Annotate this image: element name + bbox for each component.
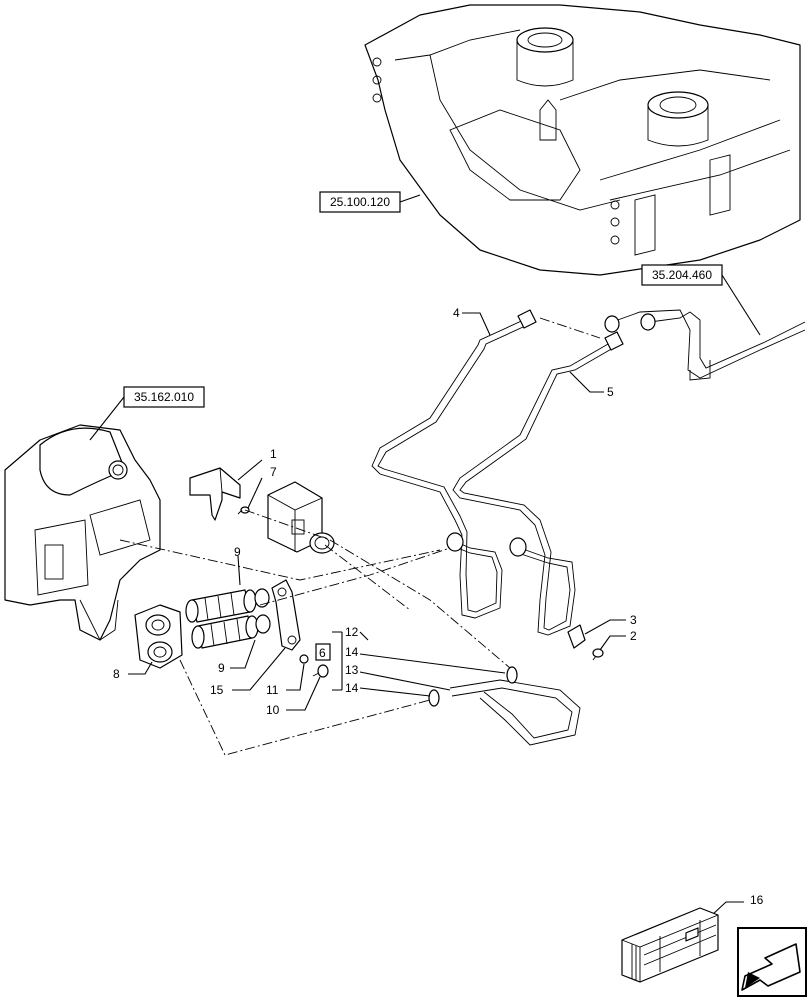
callout-leaders — [128, 312, 744, 916]
front-frame-drawing — [364, 4, 801, 276]
coupler-block-part-8 — [134, 604, 183, 669]
callout-14-lower: 14 — [345, 681, 359, 695]
pipe-part-5 — [452, 331, 624, 636]
valve-body — [267, 481, 335, 554]
callout-10: 10 — [266, 703, 280, 717]
callout-16: 16 — [750, 893, 764, 907]
callout-7: 7 — [270, 465, 277, 479]
callout-9-upper: 9 — [234, 545, 241, 559]
clamp-part-14-upper — [506, 666, 518, 684]
bolt-part-10 — [312, 664, 329, 678]
callout-1: 1 — [270, 447, 277, 461]
plate-part-15 — [271, 579, 301, 651]
coupler-part-9-lower — [191, 614, 271, 649]
callout-4: 4 — [453, 306, 460, 320]
bracket-part-1 — [189, 467, 241, 521]
screw-part-2 — [592, 648, 604, 661]
clip-part-3 — [567, 624, 586, 649]
callout-15: 15 — [210, 683, 224, 697]
clamp-part-14-lower — [428, 689, 440, 707]
reference-frame-label: 25.100.120 — [330, 195, 390, 209]
callout-8: 8 — [113, 667, 120, 681]
callout-3: 3 — [630, 613, 637, 627]
reference-hitch-label: 35.162.010 — [134, 390, 194, 404]
hitch-drawing — [4, 424, 161, 641]
callout-6: 6 — [319, 646, 326, 660]
callout-5: 5 — [607, 385, 614, 399]
reference-lines-box[interactable]: 35.204.460 — [641, 264, 723, 286]
previous-page-arrow-icon[interactable] — [737, 927, 807, 997]
reference-lines-label: 35.204.460 — [652, 268, 712, 282]
callout-13: 13 — [345, 663, 359, 677]
hose-part-13 — [449, 679, 581, 746]
callout-11: 11 — [266, 683, 279, 697]
callout-9-lower: 9 — [218, 661, 225, 675]
crate-part-16 — [621, 907, 719, 983]
coupler-part-9-upper — [185, 588, 270, 623]
reference-hitch-box[interactable]: 35.162.010 — [123, 386, 205, 408]
pipe-part-4 — [371, 309, 537, 619]
callout-12: 12 — [345, 625, 359, 639]
callout-6-box — [315, 643, 331, 661]
callout-2: 2 — [630, 629, 637, 643]
assembly-lines — [119, 317, 601, 756]
washer-part-11 — [299, 654, 309, 664]
callout-14-upper: 14 — [345, 645, 359, 659]
hydraulic-lines-drawing — [604, 309, 806, 381]
reference-frame-box[interactable]: 25.100.120 — [319, 191, 401, 213]
